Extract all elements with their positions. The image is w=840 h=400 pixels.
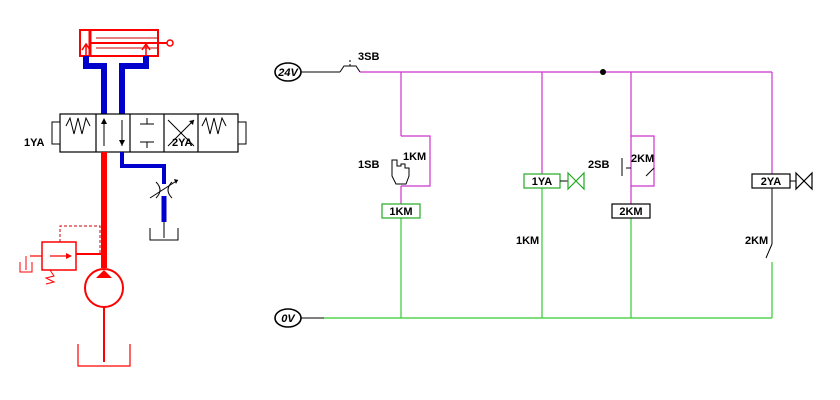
cylinder-lines bbox=[83, 56, 149, 114]
coil-2ya[interactable]: 2YA bbox=[751, 173, 791, 189]
solenoid-2ya-label: 2YA bbox=[172, 137, 192, 149]
tank-return bbox=[149, 222, 179, 241]
switch-1sb-label: 1SB bbox=[358, 159, 379, 171]
hand-pointer-icon[interactable] bbox=[391, 159, 410, 185]
coil-1ya[interactable]: 1YA bbox=[523, 173, 561, 189]
cylinder-icon[interactable] bbox=[79, 29, 174, 57]
switch-2sb-label: 2SB bbox=[588, 159, 609, 171]
rung-1 bbox=[400, 72, 431, 318]
solenoid-1ya-label: 1YA bbox=[24, 137, 44, 149]
rail-0v-terminal[interactable]: 0V bbox=[274, 308, 302, 328]
solenoid-valve-icon bbox=[560, 171, 585, 191]
rail-0v-label: 0V bbox=[281, 313, 296, 325]
solenoid-valve-icon bbox=[790, 171, 813, 191]
directional-valve[interactable] bbox=[51, 113, 247, 153]
contact-1km-hold-label: 1KM bbox=[403, 151, 426, 163]
contact-2km-series-label: 2KM bbox=[745, 235, 768, 247]
coil-2km-label: 2KM bbox=[619, 206, 642, 218]
switch-3sb[interactable] bbox=[339, 60, 361, 73]
coil-1km-label: 1KM bbox=[389, 206, 412, 218]
hydraulic-circuit: 1YA 2YA bbox=[19, 29, 247, 367]
coil-1km[interactable]: 1KM bbox=[381, 203, 421, 219]
power-rail bbox=[301, 69, 772, 75]
coil-2km[interactable]: 2KM bbox=[611, 203, 651, 219]
electrical-ladder: 24V 0V 3SB 1KM 1SB bbox=[274, 51, 813, 328]
rail-24v-label: 24V bbox=[277, 67, 299, 79]
relief-valve-icon[interactable] bbox=[19, 225, 101, 285]
throttle-valve-icon[interactable] bbox=[149, 179, 179, 199]
tank-pump bbox=[77, 344, 131, 367]
contact-2km-hold bbox=[645, 167, 655, 177]
return-line bbox=[120, 152, 167, 222]
contact-2km-hold-label: 2KM bbox=[631, 153, 654, 165]
coil-1ya-label: 1YA bbox=[532, 176, 552, 188]
pump-icon[interactable] bbox=[84, 268, 124, 362]
coil-2ya-label: 2YA bbox=[761, 176, 781, 188]
rung-4 bbox=[765, 72, 773, 318]
switch-2sb[interactable] bbox=[621, 158, 631, 176]
rung-3 bbox=[630, 72, 655, 318]
contact-1km-series-label: 1KM bbox=[516, 235, 539, 247]
switch-3sb-label: 3SB bbox=[358, 51, 379, 63]
rail-24v-terminal[interactable]: 24V bbox=[274, 62, 302, 82]
